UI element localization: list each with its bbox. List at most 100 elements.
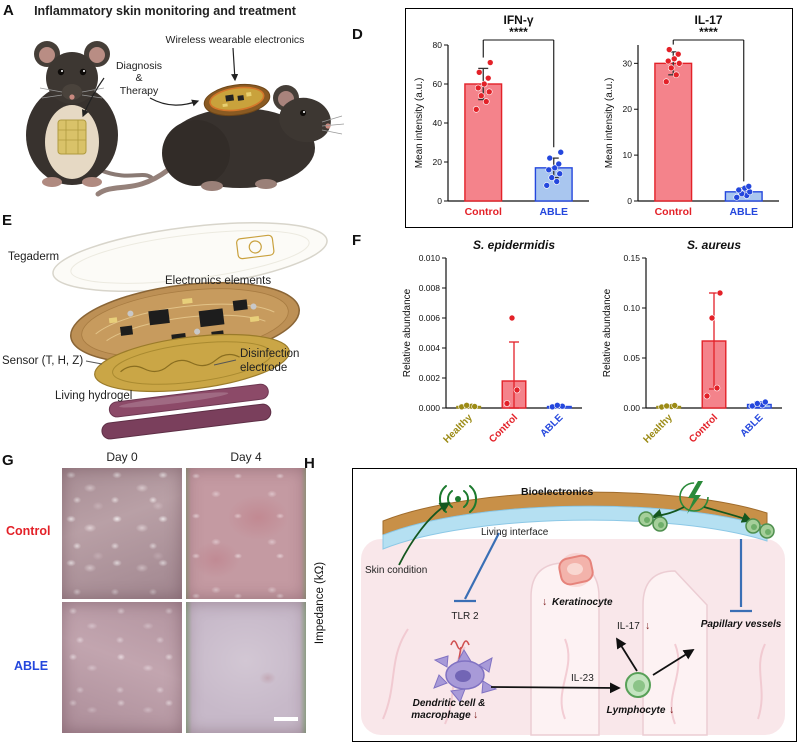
svg-text:0.05: 0.05 bbox=[623, 353, 640, 363]
papillary-vessels-label: Papillary vessels bbox=[701, 619, 782, 630]
svg-text:0.00: 0.00 bbox=[623, 403, 640, 413]
mouse-nose bbox=[69, 94, 75, 100]
svg-text:0.008: 0.008 bbox=[419, 283, 441, 293]
svg-text:ABLE: ABLE bbox=[538, 412, 565, 439]
svg-text:Control: Control bbox=[687, 412, 720, 445]
mouse-foot bbox=[255, 179, 277, 189]
control-row-label: Control bbox=[6, 524, 51, 538]
svg-text:Healthy: Healthy bbox=[641, 412, 675, 446]
arrow-to-il17 bbox=[616, 637, 638, 672]
diagnosis-therapy-label: Diagnosis & Therapy bbox=[115, 60, 163, 97]
mouse-eye bbox=[57, 68, 65, 76]
mice-illustration bbox=[26, 41, 345, 197]
svg-text:ABLE: ABLE bbox=[738, 412, 765, 439]
whiskers bbox=[321, 115, 345, 135]
electronics-elements-label: Electronics elements bbox=[165, 275, 272, 287]
svg-text:****: **** bbox=[699, 25, 718, 39]
svg-text:20: 20 bbox=[623, 104, 633, 114]
panel-h-box: Bioelectronics Living interface Skin con… bbox=[352, 468, 797, 742]
photo-control-day4 bbox=[186, 468, 306, 599]
down-arrow: ↓ bbox=[645, 620, 650, 632]
svg-text:0.000: 0.000 bbox=[419, 403, 441, 413]
dermal-papilla bbox=[530, 562, 600, 736]
svg-text:0: 0 bbox=[437, 196, 442, 206]
down-arrow: ↓ bbox=[473, 709, 478, 721]
living-hydrogel-label: Living hydrogel bbox=[55, 390, 133, 402]
able-row-label: ABLE bbox=[14, 659, 49, 673]
svg-text:0: 0 bbox=[627, 196, 632, 206]
svg-text:40: 40 bbox=[433, 118, 443, 128]
chart-s-epidermidis: S. epidermidis 0.000 0.002 0.004 0.006 0.008 0… bbox=[400, 236, 590, 454]
keratinocyte-label: Keratinocyte bbox=[552, 597, 613, 608]
svg-text:Relative abundance: Relative abundance bbox=[402, 288, 413, 377]
svg-text:Mean intensity (a.u.): Mean intensity (a.u.) bbox=[604, 78, 615, 169]
tegaderm-label: Tegaderm bbox=[8, 251, 60, 263]
back-device bbox=[203, 83, 271, 117]
bioelectronics-label: Bioelectronics bbox=[521, 486, 594, 498]
label-arrow bbox=[231, 47, 239, 82]
svg-text:Control: Control bbox=[487, 412, 520, 445]
svg-text:30: 30 bbox=[623, 58, 633, 68]
chart-canvas: S. epidermidis 0.000 0.002 0.004 0.006 0.008 0… bbox=[402, 238, 582, 446]
belly-device bbox=[57, 119, 87, 155]
mouse-tail bbox=[95, 167, 171, 197]
mouse-front bbox=[26, 41, 154, 187]
svg-text:0.006: 0.006 bbox=[419, 313, 441, 323]
wearable-electronics-label: Wireless wearable electronics bbox=[165, 34, 305, 46]
panel-label-a: A bbox=[3, 2, 14, 19]
svg-text:ABLE: ABLE bbox=[729, 206, 758, 218]
svg-text:IFN-γ: IFN-γ bbox=[504, 13, 534, 27]
panel-label-g: G bbox=[2, 452, 14, 469]
living-interface-band bbox=[382, 505, 768, 550]
arrow-to-vessels bbox=[652, 649, 695, 676]
dendritic-label-line1: Dendritic cell & bbox=[413, 698, 486, 709]
hydrogel-layer bbox=[101, 383, 272, 440]
mouse-nose bbox=[325, 123, 331, 129]
svg-text:Mean intensity (a.u.): Mean intensity (a.u.) bbox=[414, 78, 425, 169]
arrow-il23 bbox=[490, 682, 621, 694]
lymphocyte-label: Lymphocyte bbox=[607, 705, 666, 716]
scale-bar bbox=[274, 717, 298, 721]
svg-text:S. epidermidis: S. epidermidis bbox=[473, 238, 555, 252]
vessels bbox=[382, 628, 766, 725]
tegaderm-layer bbox=[52, 222, 328, 292]
ic-chip bbox=[198, 308, 225, 328]
impedance-axis-label: Impedance (kΩ) bbox=[314, 561, 326, 645]
dendritic-label-line2: macrophage bbox=[411, 710, 471, 721]
day4-header: Day 4 bbox=[230, 450, 262, 464]
svg-text:10: 10 bbox=[623, 150, 633, 160]
panel-label-e: E bbox=[2, 212, 13, 229]
svg-text:0.004: 0.004 bbox=[419, 343, 441, 353]
svg-text:Healthy: Healthy bbox=[441, 412, 475, 446]
wireless-signal-icon bbox=[439, 485, 477, 513]
dermal-papilla bbox=[642, 570, 708, 736]
mouse-side bbox=[95, 83, 345, 197]
svg-text:****: **** bbox=[509, 25, 528, 39]
engineered-cells bbox=[638, 511, 775, 539]
inhibition-line-tlr2 bbox=[454, 532, 500, 603]
svg-text:Control: Control bbox=[465, 206, 502, 218]
inhibition-line-vessels bbox=[730, 539, 752, 613]
mouse-eye bbox=[300, 110, 306, 116]
panel-label-f: F bbox=[352, 232, 362, 249]
svg-text:0.15: 0.15 bbox=[623, 253, 640, 263]
svg-text:0.002: 0.002 bbox=[419, 373, 441, 383]
disinfection-electrode-label: Disinfection electrode bbox=[240, 348, 300, 374]
panel-label-d: D bbox=[352, 26, 363, 43]
electrode-layer bbox=[94, 333, 290, 393]
tlr2-label: TLR 2 bbox=[451, 611, 479, 622]
svg-text:0.010: 0.010 bbox=[419, 253, 441, 263]
svg-text:Relative abundance: Relative abundance bbox=[602, 288, 613, 377]
mouse-foot bbox=[42, 177, 62, 187]
svg-text:ABLE: ABLE bbox=[539, 206, 568, 218]
mouse-foot bbox=[82, 177, 102, 187]
photo-able-day4 bbox=[186, 602, 306, 733]
mechanism-diagram: Bioelectronics Living interface Skin con… bbox=[361, 481, 785, 736]
il17-label: IL-17 bbox=[617, 621, 640, 632]
